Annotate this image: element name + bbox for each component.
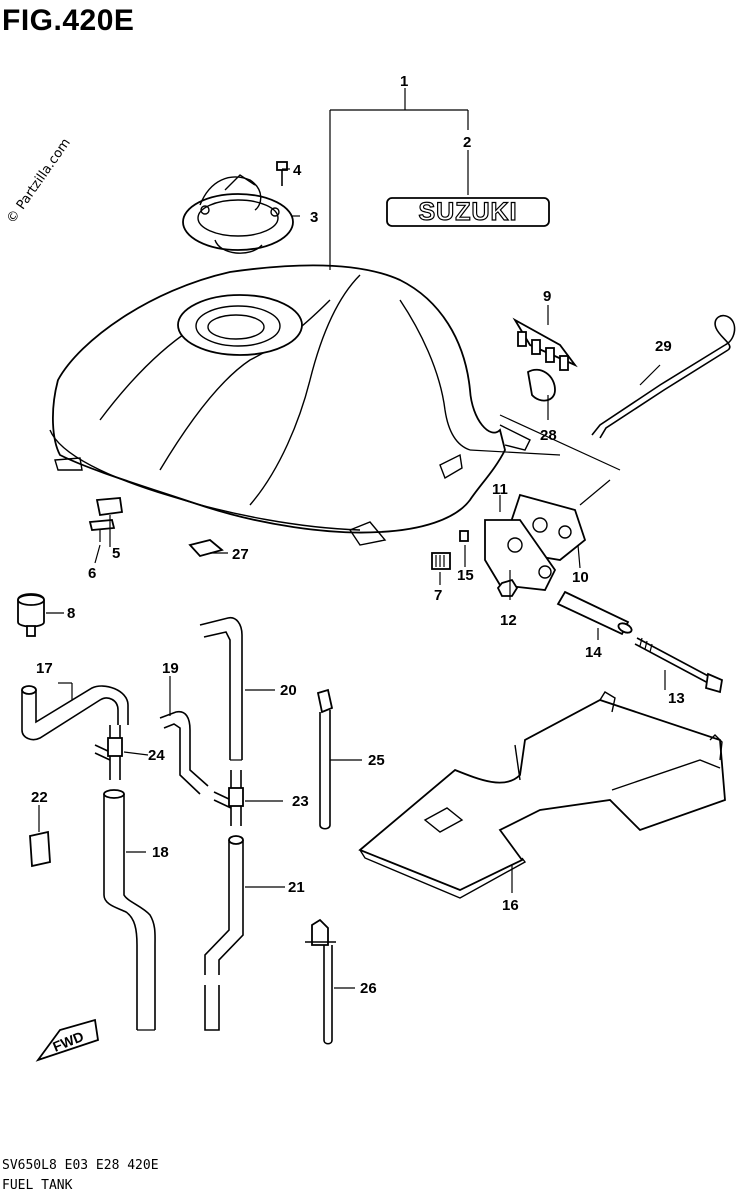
callout-16: 16 <box>502 897 519 914</box>
callout-26: 26 <box>360 980 377 997</box>
joint-24[interactable] <box>94 725 123 780</box>
pad-22[interactable] <box>29 830 51 868</box>
tank-cover-16[interactable] <box>358 691 726 899</box>
cable-tie-25[interactable] <box>316 688 334 830</box>
leader-9-28 <box>469 414 621 506</box>
callout-9: 9 <box>543 288 551 305</box>
callout-7: 7 <box>434 587 442 604</box>
rear-mount-bracket-upper[interactable] <box>512 317 578 371</box>
footer-section-name: FUEL TANK <box>2 1178 73 1193</box>
callout-6: 6 <box>88 565 96 582</box>
spacer-14[interactable] <box>556 590 633 636</box>
pad-5[interactable] <box>95 497 124 517</box>
callout-2: 2 <box>463 134 471 151</box>
callout-3: 3 <box>310 209 318 226</box>
cap-bolt[interactable] <box>276 161 288 186</box>
hose-17[interactable] <box>21 685 129 741</box>
figure-title: FIG.420E <box>2 4 135 37</box>
callout-10: 10 <box>572 569 589 586</box>
leader-1-2 <box>282 88 469 270</box>
support-rod-29[interactable] <box>591 314 736 439</box>
suzuki-emblem-text: SUZUKI <box>418 198 517 226</box>
callout-21: 21 <box>288 879 305 896</box>
callout-labels: 1 2 3 4 5 6 7 8 9 10 11 12 13 14 15 16 1… <box>31 73 685 997</box>
cushion-8[interactable] <box>17 593 45 637</box>
rear-mount-bracket-lower[interactable] <box>484 493 587 591</box>
fwd-arrow-badge: FWD <box>35 1018 100 1062</box>
callout-11: 11 <box>492 481 508 498</box>
callout-22: 22 <box>31 789 48 806</box>
callout-29: 29 <box>655 338 672 355</box>
pad-7[interactable] <box>431 552 451 570</box>
callout-4: 4 <box>293 162 302 179</box>
callout-15: 15 <box>457 567 474 584</box>
callout-8: 8 <box>67 605 75 622</box>
fuel-tank[interactable] <box>49 264 531 546</box>
callout-19: 19 <box>162 660 179 677</box>
callout-20: 20 <box>280 682 297 699</box>
rear-cushion-28[interactable] <box>527 368 556 402</box>
bolt-13[interactable] <box>634 637 724 694</box>
callout-12: 12 <box>500 612 517 629</box>
footer-model-code: SV650L8 E03 E28 420E <box>2 1158 159 1173</box>
callout-14: 14 <box>585 644 602 661</box>
joint-23[interactable] <box>213 770 244 826</box>
hose-18[interactable] <box>103 789 156 1031</box>
callout-25: 25 <box>368 752 385 769</box>
callout-28: 28 <box>540 427 557 444</box>
hose-20[interactable] <box>199 616 243 761</box>
clip-6[interactable] <box>88 519 116 542</box>
callout-18: 18 <box>152 844 169 861</box>
hose-19[interactable] <box>159 710 209 795</box>
nut-12[interactable] <box>496 578 519 597</box>
hose-21[interactable] <box>204 835 244 1031</box>
callout-23: 23 <box>292 793 309 810</box>
callout-27: 27 <box>232 546 249 563</box>
callout-1: 1 <box>400 73 408 90</box>
clip-15[interactable] <box>459 530 469 542</box>
leader-lines <box>38 305 666 989</box>
callout-17: 17 <box>36 660 53 677</box>
callout-5: 5 <box>112 545 120 562</box>
pad-27[interactable] <box>188 539 224 558</box>
cable-tie-26[interactable] <box>305 918 336 1045</box>
fuel-cap[interactable] <box>182 174 294 254</box>
suzuki-emblem[interactable]: SUZUKI <box>386 197 550 227</box>
callout-24: 24 <box>148 747 165 764</box>
callout-13: 13 <box>668 690 685 707</box>
